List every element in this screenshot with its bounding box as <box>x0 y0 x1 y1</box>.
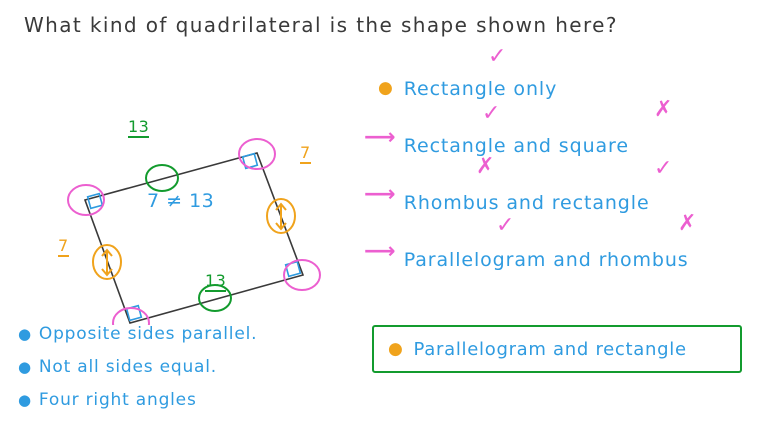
side-label-top-right: 7 <box>300 143 311 164</box>
quadrilateral-figure: 13 7 7 13 7 ≠ 13 <box>10 85 360 339</box>
note-text: Not all sides equal. <box>38 357 218 377</box>
note-item: ● Not all sides equal. <box>18 351 368 384</box>
option-rectangle-only[interactable]: ● Rectangle only ✓ <box>378 44 750 117</box>
correct-answer-label: Parallelogram and rectangle <box>413 338 687 360</box>
bullet-icon: ● <box>388 338 404 359</box>
option-label: Rhombus and rectangle <box>403 191 650 214</box>
rectangle-outline <box>83 152 305 324</box>
bullet-icon: ● <box>18 325 32 343</box>
correct-answer-box[interactable]: ● Parallelogram and rectangle <box>372 325 742 373</box>
inequality-note: 7 ≠ 13 <box>147 190 215 212</box>
option-rhombus-and-rectangle[interactable]: ● Rhombus and rectangle ⟶ ✗ ✓ <box>364 154 750 231</box>
note-text: Opposite sides parallel. <box>38 324 258 344</box>
answer-options-list: ● Rectangle only ✓ ● Rectangle and squar… <box>364 44 750 288</box>
bullet-icon: ● <box>18 391 32 409</box>
arrow-icon: ⟶ <box>364 182 397 207</box>
observation-notes: ● Opposite sides parallel. ● Not all sid… <box>18 318 368 417</box>
bullet-icon: ● <box>18 358 32 376</box>
arrow-icon: ⟶ <box>364 125 397 150</box>
short-side-markers <box>92 198 296 280</box>
bullet-icon: ● <box>378 78 394 98</box>
note-text: Four right angles <box>38 390 197 410</box>
long-side-markers <box>145 164 232 312</box>
option-label: Rectangle only <box>403 77 558 100</box>
option-parallelogram-and-rhombus[interactable]: ● Parallelogram and rhombus ⟶ ✓ ✗ <box>364 211 750 288</box>
check-icon: ✓ <box>488 44 508 69</box>
figure-svg <box>67 138 321 339</box>
side-label-bottom-right: 13 <box>205 271 227 292</box>
note-item: ● Four right angles <box>18 384 368 417</box>
option-label: Rectangle and square <box>403 134 629 157</box>
side-label-top-left: 13 <box>128 117 150 138</box>
option-label: Parallelogram and rhombus <box>403 248 689 271</box>
arrow-icon: ⟶ <box>364 239 397 264</box>
side-label-bottom-left: 7 <box>58 236 69 257</box>
option-rectangle-and-square[interactable]: ● Rectangle and square ⟶ ✓ ✗ <box>364 97 750 174</box>
page-title: What kind of quadrilateral is the shape … <box>24 13 618 37</box>
note-item: ● Opposite sides parallel. <box>18 318 368 351</box>
